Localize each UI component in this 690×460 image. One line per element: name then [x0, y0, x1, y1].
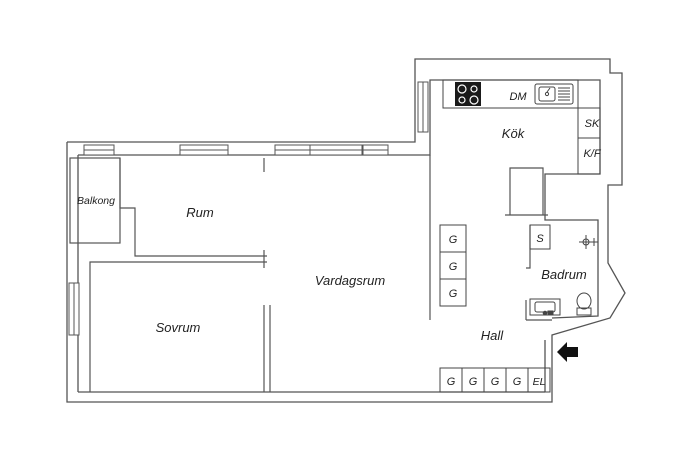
room-label-balkong: Balkong [77, 195, 115, 207]
kitchen-sink-icon [534, 83, 574, 105]
windows [68, 81, 429, 336]
fixture-label-kf: K/F [583, 148, 601, 160]
fixture-label-g: G [469, 376, 478, 388]
s-cabinet [529, 224, 551, 250]
badrum-west-wall [526, 225, 531, 269]
fixture-label-dm: DM [509, 91, 527, 103]
fixture-label-g: G [449, 261, 458, 273]
bottom-cabinet-row [439, 367, 551, 393]
fixture-label-g: G [449, 234, 458, 246]
badrum-fixtures [529, 224, 598, 316]
room-label-kok: Kök [502, 126, 526, 141]
room-label-rum: Rum [186, 205, 214, 220]
fixture-label-g: G [513, 376, 522, 388]
outer-walls [66, 58, 626, 403]
inner-wall-outline [78, 79, 601, 319]
hall-cabinet-column [439, 224, 467, 307]
kitchen-partition [509, 167, 544, 215]
fixture-label-s: S [536, 233, 544, 245]
washbasin-icon [529, 298, 561, 316]
arrow-left-icon[interactable] [557, 342, 578, 362]
room-label-hall: Hall [481, 328, 505, 343]
shower-icon [579, 235, 598, 249]
fixture-label-g: G [447, 376, 456, 388]
fixture-label-g: G [449, 288, 458, 300]
toilet-icon [576, 292, 592, 316]
fixture-label-sk: SK [585, 118, 600, 130]
stove-icon [455, 82, 481, 106]
room-label-sovrum: Sovrum [156, 320, 201, 335]
room-label-badrum: Badrum [541, 267, 587, 282]
fixture-label-g: G [491, 376, 500, 388]
side-counter [577, 107, 601, 175]
outer-wall-outline [66, 58, 626, 403]
room-label-vardagsrum: Vardagsrum [315, 273, 385, 288]
counter [442, 79, 579, 109]
sovrum-wall [89, 261, 267, 392]
interior-walls [69, 155, 552, 392]
rum-wall [119, 158, 267, 257]
kitchen-counter [442, 79, 601, 175]
fixture-label-el: EL [533, 376, 546, 388]
